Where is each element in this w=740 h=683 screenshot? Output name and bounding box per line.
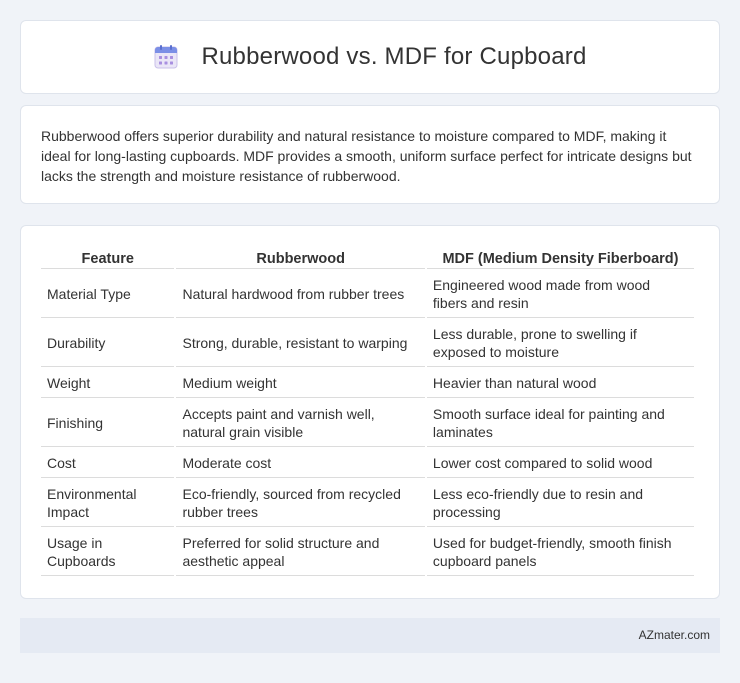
comparison-card: Feature Rubberwood MDF (Medium Density F… [20, 225, 720, 599]
feature-cell: Durability [41, 318, 175, 367]
comparison-table: Feature Rubberwood MDF (Medium Density F… [39, 247, 696, 576]
mdf-cell: Less eco-friendly due to resin and proce… [426, 478, 694, 527]
table-row: Durability Strong, durable, resistant to… [41, 318, 694, 367]
table-row: Usage in Cupboards Preferred for solid s… [41, 527, 694, 576]
rubberwood-cell: Eco-friendly, sourced from recycled rubb… [176, 478, 425, 527]
mdf-cell: Less durable, prone to swelling if expos… [426, 318, 694, 367]
table-header-row: Feature Rubberwood MDF (Medium Density F… [41, 247, 694, 269]
table-row: Finishing Accepts paint and varnish well… [41, 398, 694, 447]
intro-text: Rubberwood offers superior durability an… [41, 128, 692, 184]
feature-cell: Material Type [41, 269, 175, 318]
feature-cell: Finishing [41, 398, 175, 447]
intro-card: Rubberwood offers superior durability an… [20, 105, 720, 204]
table-row: Weight Medium weight Heavier than natura… [41, 367, 694, 398]
page-title: Rubberwood vs. MDF for Cupboard [201, 43, 587, 70]
header-rubberwood: Rubberwood [176, 247, 425, 269]
footer-brand: AZmater.com [638, 628, 710, 642]
mdf-cell: Lower cost compared to solid wood [426, 447, 694, 478]
calendar-icon [154, 45, 178, 69]
mdf-cell: Engineered wood made from wood fibers an… [426, 269, 694, 318]
title-card: Rubberwood vs. MDF for Cupboard [20, 20, 720, 94]
rubberwood-cell: Natural hardwood from rubber trees [176, 269, 425, 318]
rubberwood-cell: Accepts paint and varnish well, natural … [176, 398, 425, 447]
rubberwood-cell: Preferred for solid structure and aesthe… [176, 527, 425, 576]
feature-cell: Usage in Cupboards [41, 527, 175, 576]
feature-cell: Weight [41, 367, 175, 398]
feature-cell: Cost [41, 447, 175, 478]
table-row: Environmental Impact Eco-friendly, sourc… [41, 478, 694, 527]
feature-cell: Environmental Impact [41, 478, 175, 527]
header-mdf: MDF (Medium Density Fiberboard) [426, 247, 694, 269]
header-feature: Feature [41, 247, 175, 269]
mdf-cell: Heavier than natural wood [426, 367, 694, 398]
rubberwood-cell: Moderate cost [176, 447, 425, 478]
mdf-cell: Smooth surface ideal for painting and la… [426, 398, 694, 447]
mdf-cell: Used for budget-friendly, smooth finish … [426, 527, 694, 576]
footer: AZmater.com [20, 618, 720, 653]
rubberwood-cell: Strong, durable, resistant to warping [176, 318, 425, 367]
rubberwood-cell: Medium weight [176, 367, 425, 398]
table-row: Material Type Natural hardwood from rubb… [41, 269, 694, 318]
table-row: Cost Moderate cost Lower cost compared t… [41, 447, 694, 478]
